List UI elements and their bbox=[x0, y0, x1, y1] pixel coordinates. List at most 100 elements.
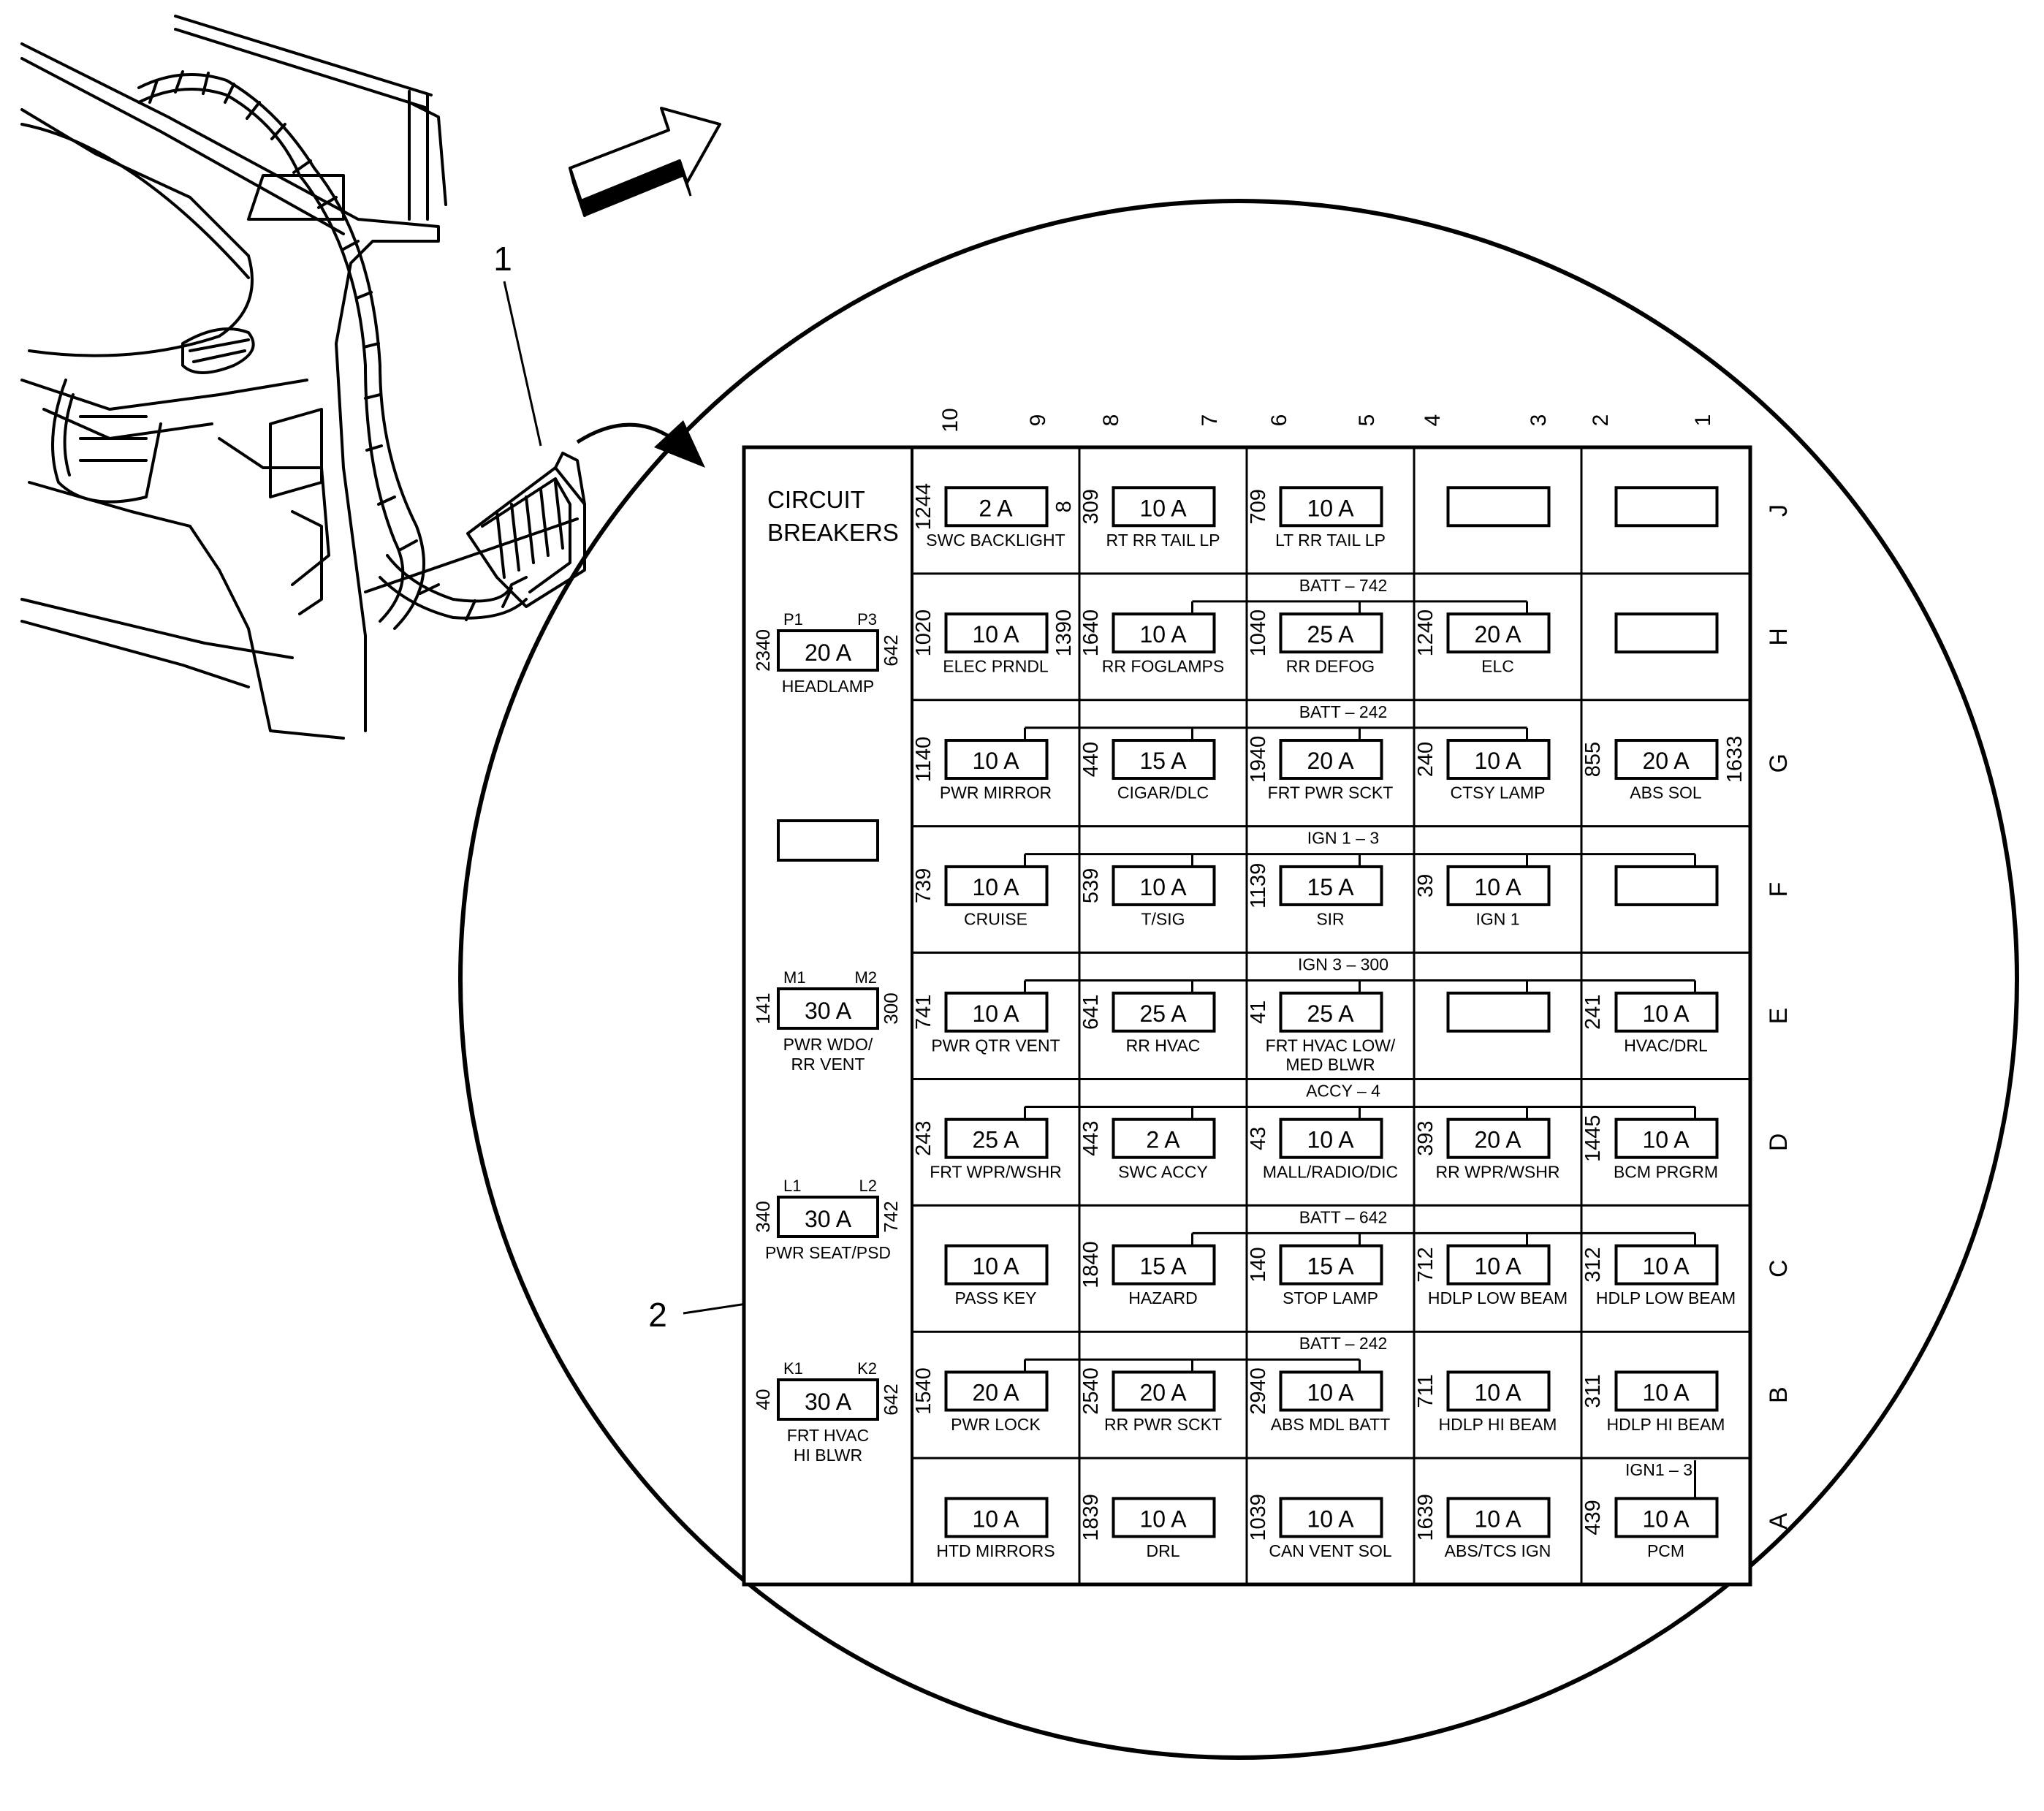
fuse-rating: 15 A bbox=[1139, 748, 1187, 774]
circuit-breaker-label: FRT HVAC bbox=[787, 1426, 869, 1445]
circuit-breaker-label: HI BLWR bbox=[794, 1446, 862, 1465]
fuse-box-G-2 bbox=[1112, 739, 1216, 781]
bus-label-background bbox=[1286, 828, 1403, 848]
fuse-rating: 10 A bbox=[1474, 1379, 1521, 1405]
bus-bar-label: BATT – 642 bbox=[1299, 1207, 1388, 1226]
fuse-box-D-5 bbox=[1614, 1117, 1719, 1159]
circuit-breakers-title: CIRCUIT bbox=[767, 486, 865, 513]
fuse-label: ELC bbox=[1481, 657, 1514, 676]
fuse-label: HDLP LOW BEAM bbox=[1596, 1288, 1736, 1307]
fuse-rating: 10 A bbox=[1139, 1506, 1187, 1532]
fuse-circuit-number: 241 bbox=[1581, 995, 1605, 1030]
circuit-breaker-right-circuit: 642 bbox=[880, 1383, 902, 1415]
fuse-circuit-number: 1020 bbox=[912, 610, 935, 657]
bus-label-background bbox=[1286, 1081, 1403, 1101]
fuse-box-A-1 bbox=[944, 1497, 1049, 1538]
fuse-circuit-number: 711 bbox=[1414, 1374, 1437, 1408]
circuit-breaker-left-circuit: 2340 bbox=[752, 629, 774, 672]
fuse-label: HDLP LOW BEAM bbox=[1428, 1288, 1568, 1307]
fuse-label: SIR bbox=[1316, 910, 1344, 929]
fuse-box-J-3 bbox=[1279, 486, 1383, 528]
fuse-rating: 10 A bbox=[1139, 874, 1187, 900]
fuse-rating: 10 A bbox=[1307, 1379, 1354, 1405]
fuse-circuit-number: 312 bbox=[1581, 1247, 1605, 1282]
fuse-label: CIGAR/DLC bbox=[1117, 783, 1209, 802]
fuse-box-D-1 bbox=[944, 1117, 1049, 1159]
fuse-box-G-3 bbox=[1279, 739, 1383, 781]
fuse-rating: 20 A bbox=[1139, 1379, 1187, 1405]
row-letter-G: G bbox=[1765, 753, 1793, 772]
callout-1-label: 1 bbox=[493, 240, 512, 278]
fuse-circuit-number: 1540 bbox=[912, 1367, 935, 1415]
circuit-breaker-left-circuit: 40 bbox=[752, 1389, 774, 1411]
fuse-box-C-5 bbox=[1614, 1244, 1719, 1286]
bus-bar-label: BATT – 242 bbox=[1299, 1334, 1388, 1353]
fuse-rating: 10 A bbox=[1642, 1506, 1690, 1532]
fuse-box-C-1 bbox=[944, 1244, 1049, 1286]
fuse-label: LT RR TAIL LP bbox=[1275, 531, 1386, 550]
fuse-rating: 10 A bbox=[1642, 1001, 1690, 1027]
bus-label-background bbox=[1286, 1207, 1403, 1227]
fuse-box-J-5 bbox=[1614, 486, 1719, 528]
fuse-label: FRT PWR SCKT bbox=[1268, 783, 1394, 802]
fuse-rating: 10 A bbox=[972, 874, 1019, 900]
fuse-label: PCM bbox=[1647, 1541, 1684, 1560]
fuse-rating: 10 A bbox=[1642, 1379, 1690, 1405]
fuse-circuit-number: 1639 bbox=[1414, 1494, 1437, 1541]
fuse-box-C-3 bbox=[1279, 1244, 1383, 1286]
fuse-label: T/SIG bbox=[1141, 910, 1185, 929]
row-letter-B: B bbox=[1765, 1386, 1793, 1403]
fuse-rating: 10 A bbox=[1307, 495, 1354, 521]
fuse-circuit-number: 309 bbox=[1079, 489, 1103, 524]
fuse-rating: 25 A bbox=[1307, 621, 1354, 648]
column-number-3: 3 bbox=[1527, 414, 1551, 427]
fuse-label: HDLP HI BEAM bbox=[1607, 1415, 1725, 1434]
fuse-box-H-5 bbox=[1614, 612, 1719, 654]
fuse-rating: 20 A bbox=[1307, 748, 1354, 774]
bus-bar-label: IGN 3 – 300 bbox=[1298, 955, 1388, 974]
fuse-rating: 15 A bbox=[1307, 1253, 1354, 1280]
circuit-breaker-box bbox=[777, 987, 879, 1030]
fuse-rating: 25 A bbox=[1307, 1001, 1354, 1027]
fuse-circuit-number: 440 bbox=[1079, 742, 1103, 777]
fuse-rating: 20 A bbox=[1474, 1127, 1521, 1153]
fuse-label: HDLP HI BEAM bbox=[1439, 1415, 1557, 1434]
circuit-breakers-title: BREAKERS bbox=[767, 519, 899, 546]
fuse-box-J-1 bbox=[944, 486, 1049, 528]
fuse-circuit-number: 1139 bbox=[1247, 863, 1270, 908]
fuse-label: PWR LOCK bbox=[951, 1415, 1041, 1434]
fuse-label: SWC BACKLIGHT bbox=[926, 531, 1065, 550]
fuse-rating: 10 A bbox=[1139, 495, 1187, 521]
circuit-breaker-label: RR VENT bbox=[791, 1055, 865, 1074]
fuse-label: RR DEFOG bbox=[1286, 657, 1375, 676]
bus-bar-label: IGN 1 – 3 bbox=[1307, 829, 1379, 848]
fuse-rating: 2 A bbox=[1146, 1127, 1180, 1153]
fuse-box-D-4 bbox=[1446, 1117, 1551, 1159]
fuse-rating: 20 A bbox=[1642, 748, 1690, 774]
fuse-label: RR PWR SCKT bbox=[1104, 1415, 1222, 1434]
fuse-circuit-number: 393 bbox=[1414, 1121, 1437, 1156]
circuit-breaker-terminal: M2 bbox=[854, 968, 877, 987]
circuit-breaker-rating: 20 A bbox=[805, 639, 852, 666]
bus-bar-label: ACCY – 4 bbox=[1306, 1081, 1380, 1100]
fuse-circuit-number: 41 bbox=[1247, 1001, 1270, 1024]
fuse-label: MED BLWR bbox=[1285, 1055, 1375, 1074]
fuse-rating: 10 A bbox=[972, 1001, 1019, 1027]
fuse-label: RR FOGLAMPS bbox=[1102, 657, 1224, 676]
fuse-box-F-1 bbox=[944, 865, 1049, 906]
detail-curved-arrow-icon bbox=[576, 420, 705, 468]
fuse-circuit-number: 741 bbox=[912, 995, 935, 1030]
fuse-box-D-3 bbox=[1279, 1117, 1383, 1159]
fuse-box-H-4 bbox=[1446, 612, 1551, 654]
fuse-circuit-number: 712 bbox=[1414, 1247, 1437, 1282]
fuse-label: HVAC/DRL bbox=[1624, 1036, 1708, 1055]
fuse-box-B-2 bbox=[1112, 1370, 1216, 1412]
fuse-label: DRL bbox=[1146, 1541, 1179, 1560]
circuit-breaker-terminal: L2 bbox=[859, 1177, 877, 1195]
callout-2-label: 2 bbox=[648, 1296, 667, 1334]
fuse-rating: 10 A bbox=[1474, 748, 1521, 774]
fuse-rating: 25 A bbox=[1139, 1001, 1187, 1027]
fuse-rating: 15 A bbox=[1139, 1253, 1187, 1280]
circuit-breaker-label: HEADLAMP bbox=[782, 677, 875, 696]
fuse-circuit-number: 1040 bbox=[1247, 610, 1270, 657]
